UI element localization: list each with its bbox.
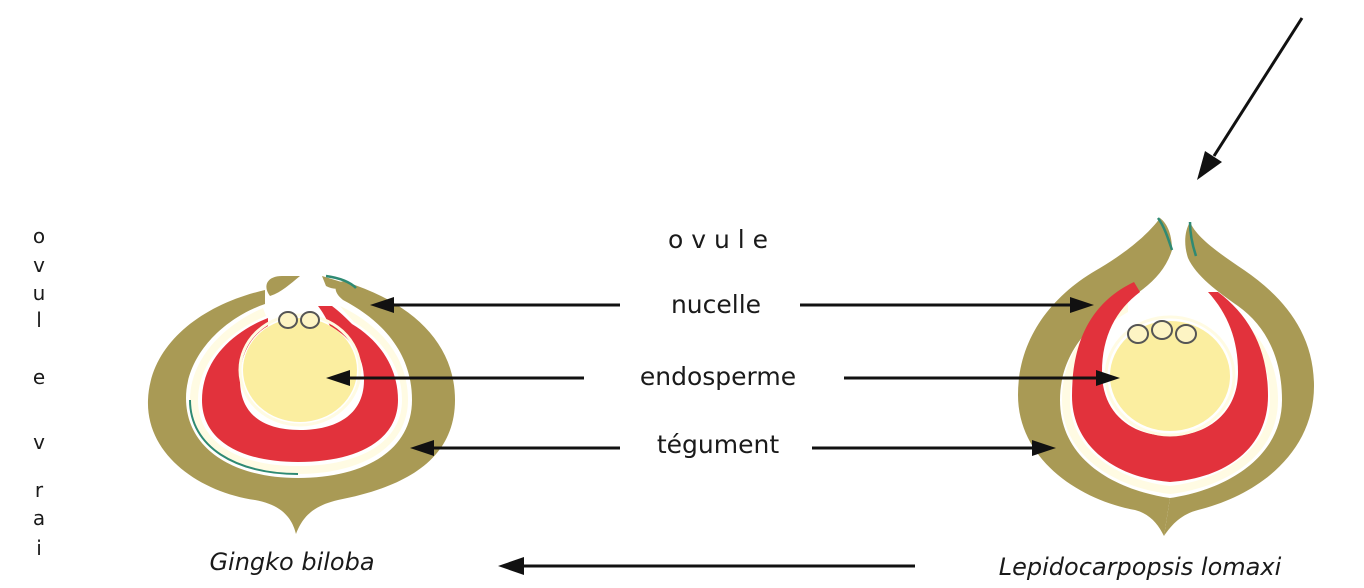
nucelle-label: nucelle — [671, 290, 761, 319]
ginkgo-endosperme — [243, 318, 357, 422]
vertical-letter: v — [33, 253, 45, 277]
vertical-letter: a — [33, 506, 45, 530]
endosperme-label: endosperme — [640, 362, 796, 391]
vertical-letter: v — [33, 430, 45, 454]
vertical-letter: e — [33, 365, 45, 389]
micropyle-pointer-line — [1214, 18, 1302, 156]
vertical-letter: o — [33, 224, 45, 248]
ovule-header-label: o v u l e — [668, 225, 768, 254]
vertical-letter: u — [33, 281, 46, 305]
ginkgo-tegument-tip-left — [266, 276, 300, 296]
species-left-label: Gingko biloba — [209, 548, 374, 576]
evolution-arrowhead — [498, 557, 524, 575]
ginkgo-ovule — [148, 276, 455, 534]
vertical-letter: l — [36, 308, 42, 332]
vertical-letter: i — [36, 536, 42, 560]
micropyle-pointer-arrowhead — [1197, 151, 1222, 180]
vertical-letter: r — [35, 478, 44, 502]
vertical-label: o v u l e v r a i — [33, 224, 46, 560]
species-right-label: Lepidocarpopsis lomaxi — [999, 553, 1282, 581]
lepido-archegonia — [1128, 321, 1196, 343]
tegument-label: tégument — [657, 430, 779, 459]
